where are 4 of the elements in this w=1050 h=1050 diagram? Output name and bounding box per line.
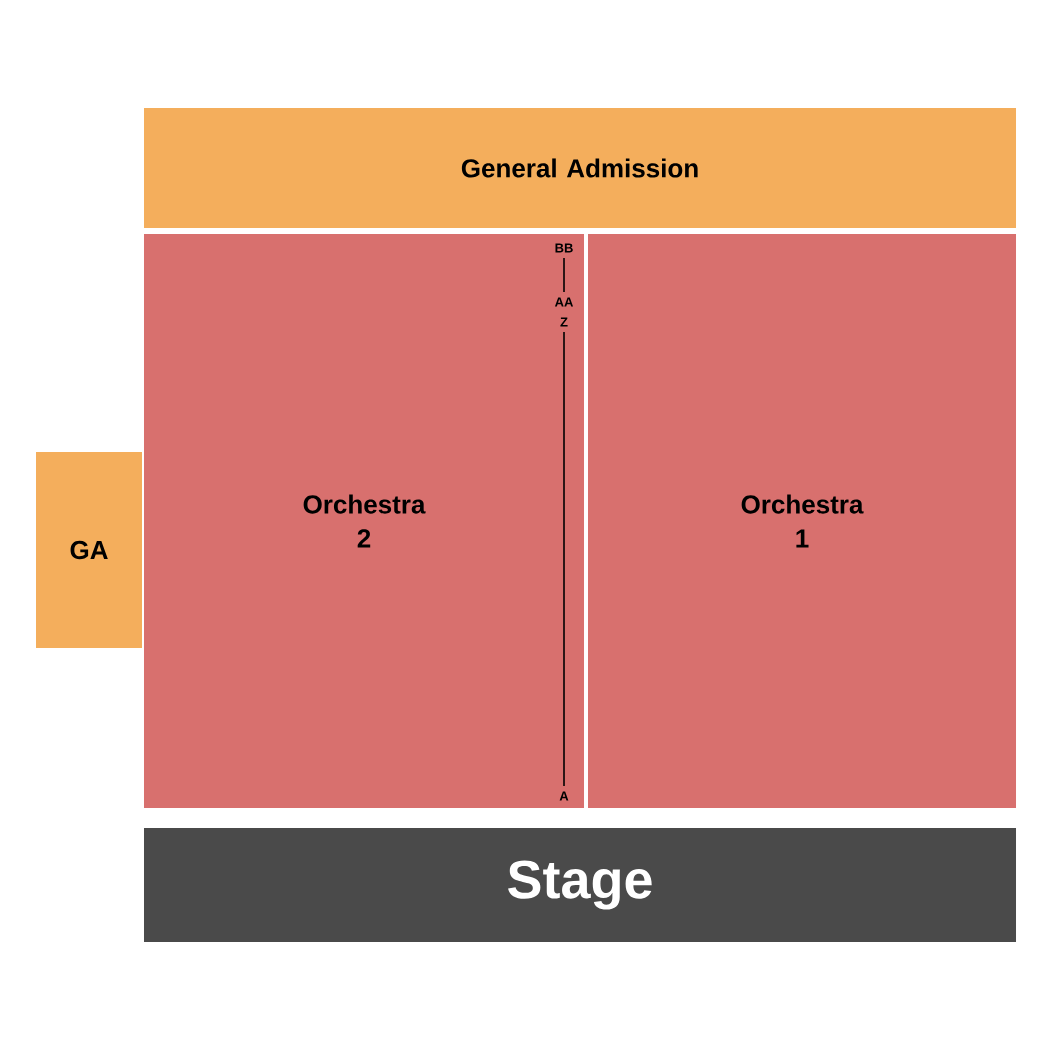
- seating-section: Stage: [144, 828, 1016, 942]
- seating-section: Orchestra 1: [588, 234, 1016, 808]
- seating-section: General Admission: [144, 108, 1016, 228]
- seating-section: GA: [36, 452, 142, 648]
